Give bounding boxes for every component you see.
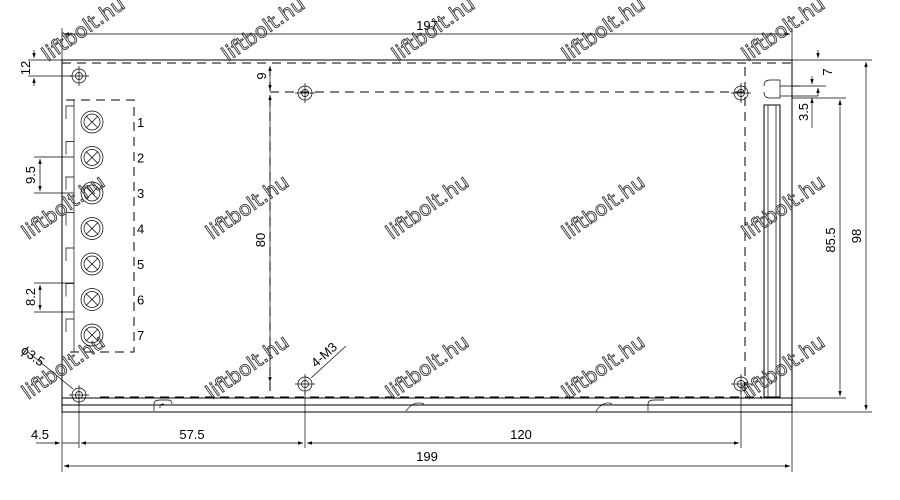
watermark-text: liftbolt.hu <box>557 0 649 66</box>
terminal-label: 7 <box>137 328 144 343</box>
dim-top-margin-inner: 9 <box>254 66 272 90</box>
hole-m3-bottom-right <box>731 374 751 394</box>
terminal-label: 1 <box>137 115 144 130</box>
dim-80-label: 80 <box>253 233 268 247</box>
terminal-labels: 1 2 3 4 5 6 7 <box>137 115 144 343</box>
watermark-text: liftbolt.hu <box>201 170 293 245</box>
dim-terminal-pitch-a: 9.5 <box>23 156 74 194</box>
terminal-screw <box>65 176 104 205</box>
watermark-text: liftbolt.hu <box>381 330 473 405</box>
watermark-text: liftbolt.hu <box>557 330 649 405</box>
watermark-text: liftbolt.hu <box>201 330 293 405</box>
terminal-screw <box>65 318 104 347</box>
watermarks: liftbolt.hu liftbolt.hu liftbolt.hu liftbol… <box>17 0 830 405</box>
dim-120-label: 120 <box>510 427 532 442</box>
dim-hole-spacing-v: 80 <box>253 95 272 382</box>
dim-199-label: 199 <box>416 449 438 464</box>
terminal-screw <box>65 247 104 276</box>
terminal-label: 6 <box>137 293 144 308</box>
dim-8-2-label: 8.2 <box>23 288 38 306</box>
mounting-holes <box>69 66 751 405</box>
terminal-label: 5 <box>137 257 144 272</box>
dim-right-small: 3.5 <box>796 76 818 128</box>
watermark-text: liftbolt.hu <box>737 0 829 66</box>
dim-9-5-label: 9.5 <box>23 166 38 184</box>
dim-7-label: 7 <box>820 68 835 75</box>
hole-m3-bottom-left <box>295 374 315 394</box>
dim-197-label: 197 <box>416 18 438 33</box>
dim-top-margin-left: 12 <box>18 50 72 86</box>
watermark-text: liftbolt.hu <box>387 0 479 66</box>
dim-overall-bottom: 199 <box>61 412 793 472</box>
terminal-screw <box>65 212 104 240</box>
dim-4-5-label: 4.5 <box>31 427 49 442</box>
terminal-screw <box>65 141 104 169</box>
chassis-outline <box>61 59 793 413</box>
dim-98-label: 98 <box>849 229 864 243</box>
terminal-screws <box>65 105 104 347</box>
dim-overall-top: 197 <box>61 18 793 60</box>
terminal-label: 2 <box>137 151 144 166</box>
dim-9-label: 9 <box>254 72 269 79</box>
dim-3-5-label: 3.5 <box>796 103 811 121</box>
terminal-screw <box>65 105 104 134</box>
dim-height-inner: 85.5 <box>792 97 846 399</box>
dim-terminal-pitch-b: 8.2 <box>23 282 74 313</box>
side-bracket <box>763 79 800 398</box>
watermark-text: liftbolt.hu <box>217 0 309 66</box>
dim-85-5-label: 85.5 <box>823 227 838 252</box>
watermark-text: liftbolt.hu <box>17 330 109 405</box>
dim-hole-row: 4.5 57.5 120 <box>31 392 742 448</box>
bottom-tabs <box>153 399 664 412</box>
dim-height-total: 98 <box>792 59 872 413</box>
dim-12-label: 12 <box>18 61 33 75</box>
dim-57-5-label: 57.5 <box>179 427 204 442</box>
label-4-m3: 4-M3 <box>308 339 340 370</box>
watermark-text: liftbolt.hu <box>37 0 129 66</box>
watermark-text: liftbolt.hu <box>737 330 829 405</box>
watermark-text: liftbolt.hu <box>737 170 829 245</box>
hole-m3-top-left <box>295 83 315 103</box>
hole-m3-top-right <box>731 83 751 103</box>
terminal-block <box>66 99 135 353</box>
terminal-label: 3 <box>137 186 144 201</box>
terminal-label: 4 <box>137 222 144 237</box>
terminal-screw <box>65 283 104 311</box>
dim-right-top: 7 <box>792 50 835 96</box>
leader-m3: 4-M3 <box>308 339 347 379</box>
watermark-text: liftbolt.hu <box>381 170 473 245</box>
cover-outline <box>269 67 746 396</box>
watermark-text: liftbolt.hu <box>557 170 649 245</box>
